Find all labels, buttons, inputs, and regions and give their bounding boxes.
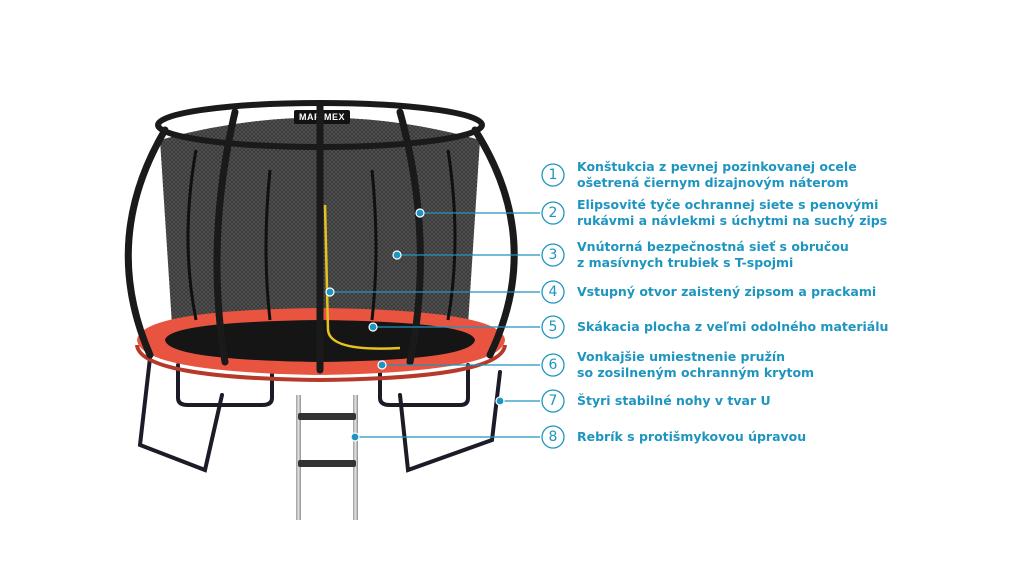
callout-number: 5 <box>549 319 558 335</box>
callout-badge <box>541 280 565 304</box>
callout-label-line: Konštukcia z pevnej pozinkovanej ocele <box>577 159 857 174</box>
callout-number: 8 <box>549 429 558 445</box>
poles <box>124 101 518 374</box>
callout-7: 7 Štyri stabilné nohy v tvar U <box>541 389 771 413</box>
pointer-lines <box>330 212 540 438</box>
callout-label-line: rukávmi a návlekmi s úchytmi na suchý zi… <box>577 213 887 228</box>
callout-label-line: Elipsovité tyče ochrannej siete s penový… <box>577 197 878 212</box>
callout-label-line: Rebrík s protišmykovou úpravou <box>577 429 806 444</box>
callout-label-line: Vnútorná bezpečnostná sieť s obručou <box>577 239 849 254</box>
callout-label-line: Vstupný otvor zaistený zipsom a prackami <box>577 284 876 299</box>
callout-1: 1 Konštukcia z pevnej pozinkovanej oceleo… <box>541 159 857 190</box>
ladder <box>296 395 358 520</box>
legs <box>137 356 502 473</box>
callout-5: 5 Skákacia plocha z veľmi odolného materi… <box>541 315 888 339</box>
trampoline-illustration: MARIMEX <box>124 100 518 520</box>
callout-badge <box>541 201 565 225</box>
callout-list: 1 Konštukcia z pevnej pozinkovanej oceleo… <box>541 159 888 449</box>
callout-label-line: Vonkajšie umiestnenie pružín <box>577 349 785 364</box>
callout-badge <box>541 163 565 187</box>
callout-number: 1 <box>549 167 558 183</box>
callout-number: 2 <box>549 205 558 221</box>
callout-label-line: Skákacia plocha z veľmi odolného materiá… <box>577 319 888 334</box>
callout-8: 8 Rebrík s protišmykovou úpravou <box>541 425 806 449</box>
callout-number: 6 <box>549 357 558 373</box>
callout-badge <box>541 353 565 377</box>
entrance-zipper <box>323 204 401 350</box>
callout-label-line: Štyri stabilné nohy v tvar U <box>577 393 771 408</box>
callout-label-line: ošetrená čiernym dizajnovým náterom <box>577 175 849 190</box>
pointer-dots <box>325 208 505 442</box>
callout-badge <box>541 389 565 413</box>
callout-number: 4 <box>549 284 558 300</box>
callout-badge <box>541 425 565 449</box>
callout-badge <box>541 243 565 267</box>
callout-badge <box>541 315 565 339</box>
callout-label-line: so zosilneným ochranným krytom <box>577 365 814 380</box>
callout-2: 2 Elipsovité tyče ochrannej siete s penov… <box>541 197 887 228</box>
callout-number: 7 <box>549 393 558 409</box>
callout-number: 3 <box>549 247 558 263</box>
callout-4: 4 Vstupný otvor zaistený zipsom a prackam… <box>541 280 876 304</box>
callout-label-line: z masívnych trubiek s T-spojmi <box>577 255 793 270</box>
